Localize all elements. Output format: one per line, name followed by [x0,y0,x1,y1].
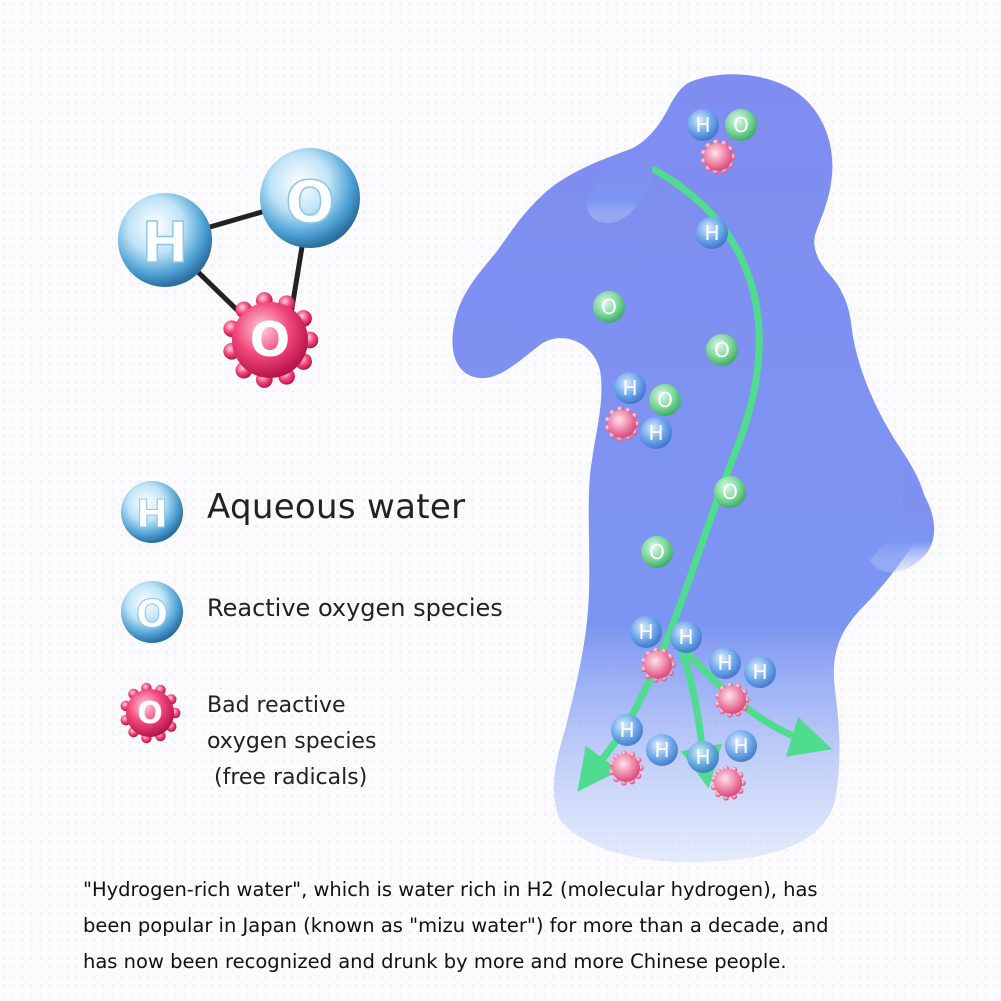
big-h-letter: H [142,211,189,276]
svg-text:O: O [601,295,617,319]
oxygen-sphere-icon: O [593,291,625,323]
legend-oxygen-icon: O [121,581,183,643]
svg-text:O: O [714,338,730,362]
svg-text:H: H [622,376,637,400]
hydrogen-sphere-icon: H [646,734,678,766]
hydrogen-sphere-icon: H [725,730,757,762]
svg-text:H: H [678,625,693,649]
caption: "Hydrogen-rich water", which is water ri… [83,872,883,980]
svg-text:O: O [733,113,749,137]
hydrogen-sphere-icon: H [744,656,776,688]
hydrogen-sphere-icon: H [614,372,646,404]
hydrogen-sphere-icon: H [696,217,728,249]
hydrogen-sphere-icon: H [670,621,702,653]
hydrogen-sphere-icon: H [640,417,672,449]
legend-free-radical-icon: O [120,682,181,744]
caption-line: has now been recognized and drunk by mor… [83,950,787,973]
free-radical-icon: O [223,292,319,388]
free-radical-icon [714,682,750,718]
oxygen-sphere-icon: O [714,476,746,508]
caption-line: "Hydrogen-rich water", which is water ri… [83,878,818,901]
oxygen-sphere-icon: O [260,148,360,248]
svg-text:H: H [638,620,653,644]
svg-text:H: H [695,745,710,769]
svg-text:O: O [649,540,665,564]
woman-silhouette [452,74,935,863]
legend-reactive-oxygen: Reactive oxygen species [207,594,503,622]
hydrogen-sphere-icon: H [709,647,741,679]
svg-text:H: H [648,421,663,445]
free-radical-icon [640,647,676,683]
svg-text:O: O [657,388,673,412]
oxygen-sphere-icon: O [706,334,738,366]
legend-bad-line-1: Bad reactive [207,693,346,718]
svg-text:O: O [722,480,738,504]
legend-bad-reactive: Bad reactive oxygen species (free radica… [207,688,376,796]
free-radical-icon [604,406,640,442]
free-radical-icon [710,765,746,801]
hydrogen-sphere-icon: H [118,193,212,287]
oxygen-sphere-icon: O [725,109,757,141]
radical-letter: O [250,313,290,368]
hydrogen-sphere-icon: H [687,109,719,141]
legend-bad-line-2: oxygen species [207,729,377,754]
oxygen-sphere-icon: O [649,384,681,416]
svg-text:H: H [717,651,732,675]
free-radical-icon [700,139,736,175]
svg-text:H: H [136,492,168,536]
legend-bad-line-3: (free radicals) [207,765,368,790]
svg-text:O: O [136,592,168,636]
free-radical-icon [608,750,644,786]
flow-arrow [681,646,833,757]
svg-text:H: H [704,221,719,245]
caption-line: been popular in Japan (known as "mizu wa… [83,914,829,937]
svg-text:H: H [619,718,634,742]
big-o-letter: O [285,168,334,236]
hydrogen-sphere-icon: H [687,741,719,773]
hydrogen-sphere-icon: H [611,714,643,746]
oxygen-sphere-icon: O [641,536,673,568]
svg-text:H: H [695,113,710,137]
legend-hydrogen-icon: H [121,481,183,543]
legend-aqueous-water: Aqueous water [207,487,466,527]
svg-text:H: H [752,660,767,684]
svg-text:H: H [733,734,748,758]
svg-text:H: H [654,738,669,762]
radical-letter: O [137,696,163,731]
hydrogen-sphere-icon: H [630,616,662,648]
water-molecule-icon: H O O [118,148,360,388]
